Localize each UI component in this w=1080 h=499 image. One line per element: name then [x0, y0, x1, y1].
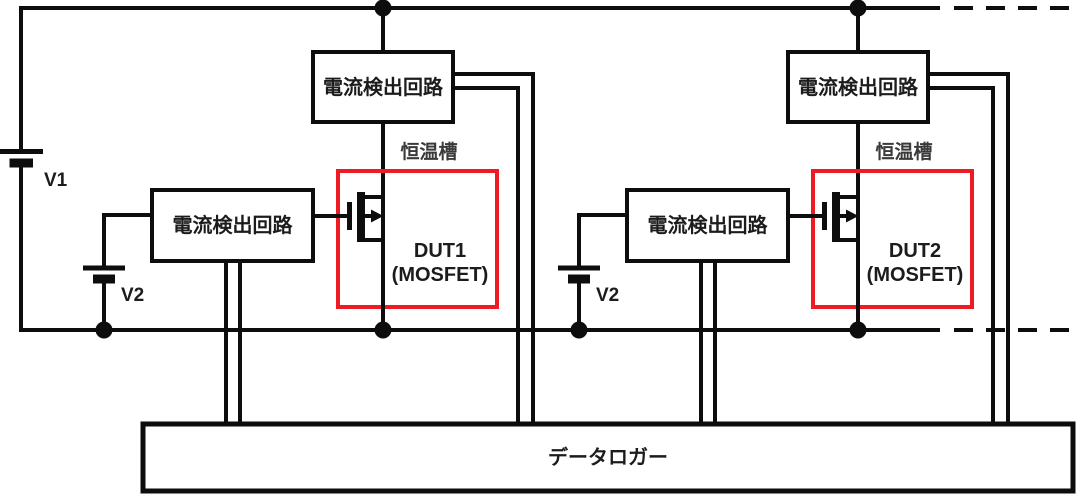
gate-current-sense-box-2 [625, 188, 790, 263]
dut1-name-label: DUT1 [414, 240, 466, 262]
temperature-chamber-box-1 [336, 169, 499, 309]
dut-unit-2: 電流検出回路 恒温槽 DUT2 (MOSFET) 電流検出回路 [558, 0, 1010, 424]
power-rails [19, 6, 1080, 332]
junction-dot [95, 321, 113, 339]
temperature-chamber-box-2 [811, 169, 974, 309]
junction-dot [570, 321, 588, 339]
v2-upper-wire [102, 213, 152, 268]
mosfet-symbol-dut1 [313, 192, 385, 242]
gate-current-sense-box-1 [150, 188, 315, 263]
v2-label-2: V2 [596, 285, 619, 306]
mosfet-body-arrow-icon [846, 209, 859, 223]
v2-upper-wire [577, 213, 627, 268]
data-logger: データロガー [140, 421, 1076, 494]
dut1-type-label: (MOSFET) [392, 264, 489, 286]
chamber-label-2: 恒温槽 [875, 140, 932, 163]
sense-signal-wire [928, 72, 1010, 424]
gate-current-sense-label-1: 電流検出回路 [173, 213, 294, 237]
v1-source: V1 [0, 6, 68, 332]
junction-dot [849, 321, 867, 339]
sense-signal-wire [453, 86, 520, 424]
gate-current-sense-label-2: 電流検出回路 [648, 213, 769, 237]
v2-source-1: V2 [83, 213, 152, 339]
chamber-label-1: 恒温槽 [400, 140, 457, 163]
v2-source-2: V2 [558, 213, 627, 339]
mosfet-body-arrow-icon [371, 209, 384, 223]
v2-label-1: V2 [121, 285, 144, 306]
data-logger-box [140, 421, 1076, 494]
dut2-name-label: DUT2 [889, 240, 941, 262]
mosfet-symbol-dut2 [788, 192, 860, 242]
v1-label: V1 [44, 170, 68, 191]
junction-dot [374, 321, 392, 339]
sense-signal-wire [928, 86, 995, 424]
data-logger-label: データロガー [548, 445, 668, 469]
sense-signal-wire [453, 72, 535, 424]
drain-current-sense-label-2: 電流検出回路 [798, 75, 919, 99]
drain-current-sense-label-1: 電流検出回路 [323, 75, 444, 99]
dut2-type-label: (MOSFET) [867, 264, 964, 286]
dut-unit-1: 電流検出回路 恒温槽 DUT1 (MOSFET) 電流検出回路 [83, 0, 535, 424]
